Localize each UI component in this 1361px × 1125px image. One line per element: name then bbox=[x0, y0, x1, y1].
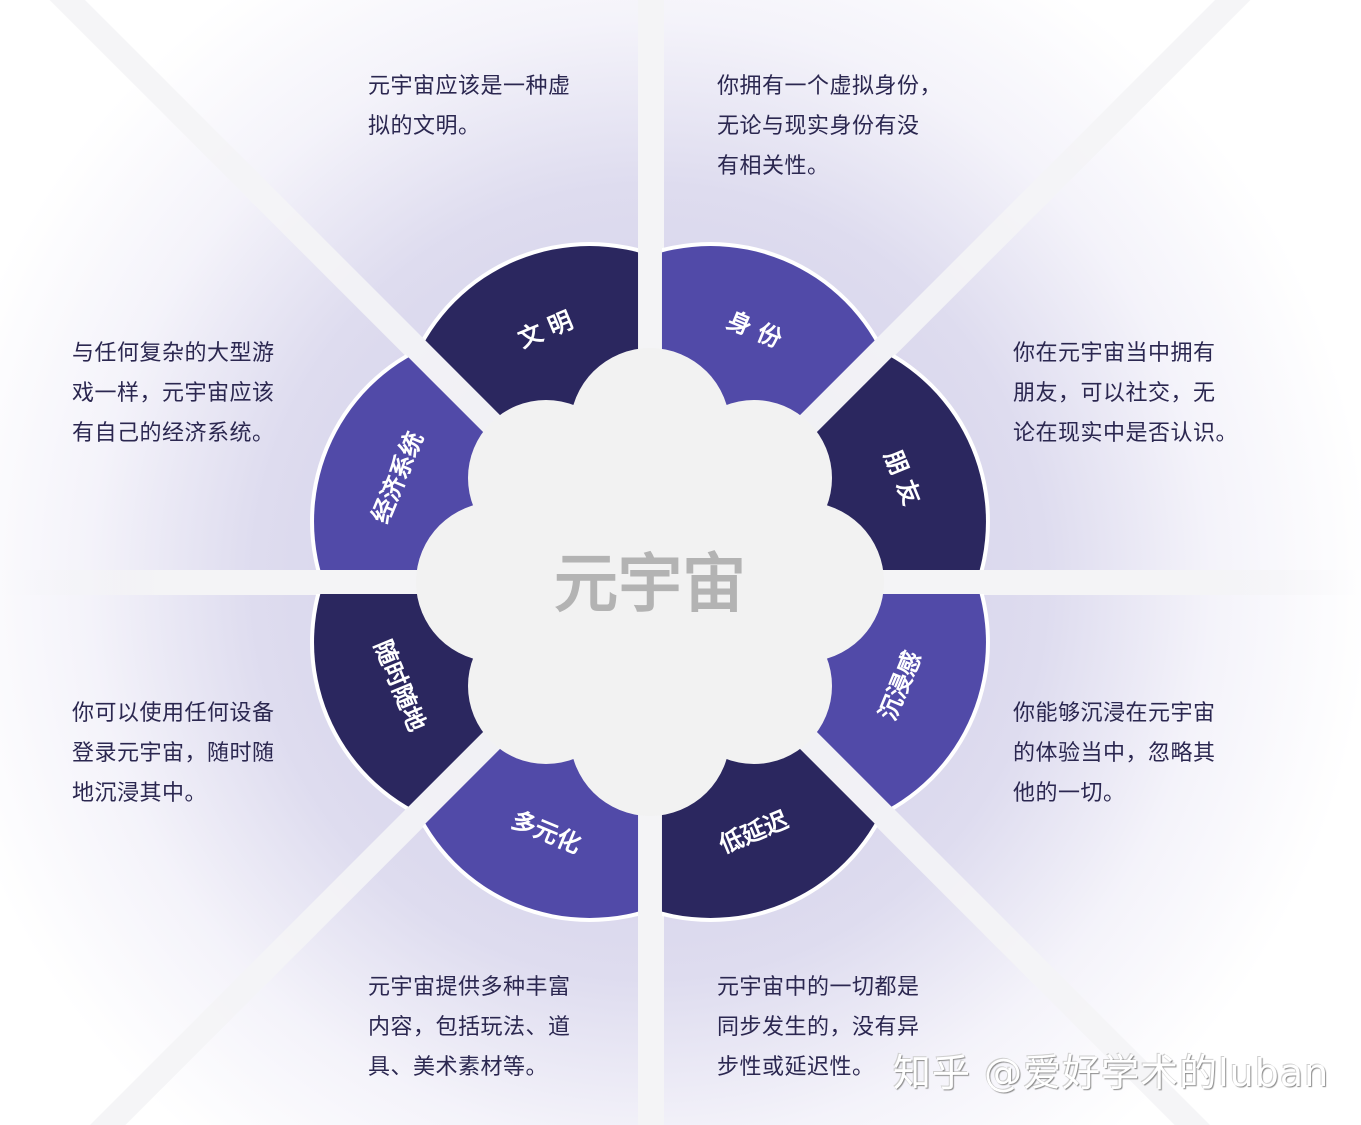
desc-anytime-anywhere: 你可以使用任何设备 登录元宇宙，随时随 地沉浸其中。 bbox=[72, 701, 275, 806]
desc-friends: 你在元宇宙当中拥有 朋友，可以社交，无 论在现实中是否认识。 bbox=[1013, 341, 1239, 446]
hub-title: 元宇宙 bbox=[554, 548, 746, 622]
hub-cloud bbox=[416, 348, 884, 816]
desc-identity: 你拥有一个虚拟身份， 无论与现实身份有没 有相关性。 bbox=[717, 74, 943, 179]
desc-civilization: 元宇宙应该是一种虚 拟的文明。 bbox=[368, 74, 571, 139]
desc-immersion: 你能够沉浸在元宇宙 的体验当中，忽略其 他的一切。 bbox=[1013, 701, 1216, 806]
watermark: 知乎 @爱好学术的luban bbox=[893, 1051, 1330, 1095]
desc-low-latency: 元宇宙中的一切都是 同步发生的，没有异 步性或延迟性。 bbox=[717, 975, 920, 1080]
desc-diversity: 元宇宙提供多种丰富 内容，包括玩法、道 具、美术素材等。 bbox=[368, 975, 571, 1080]
desc-economy: 与任何复杂的大型游 戏一样，元宇宙应该 有自己的经济系统。 bbox=[72, 341, 275, 446]
